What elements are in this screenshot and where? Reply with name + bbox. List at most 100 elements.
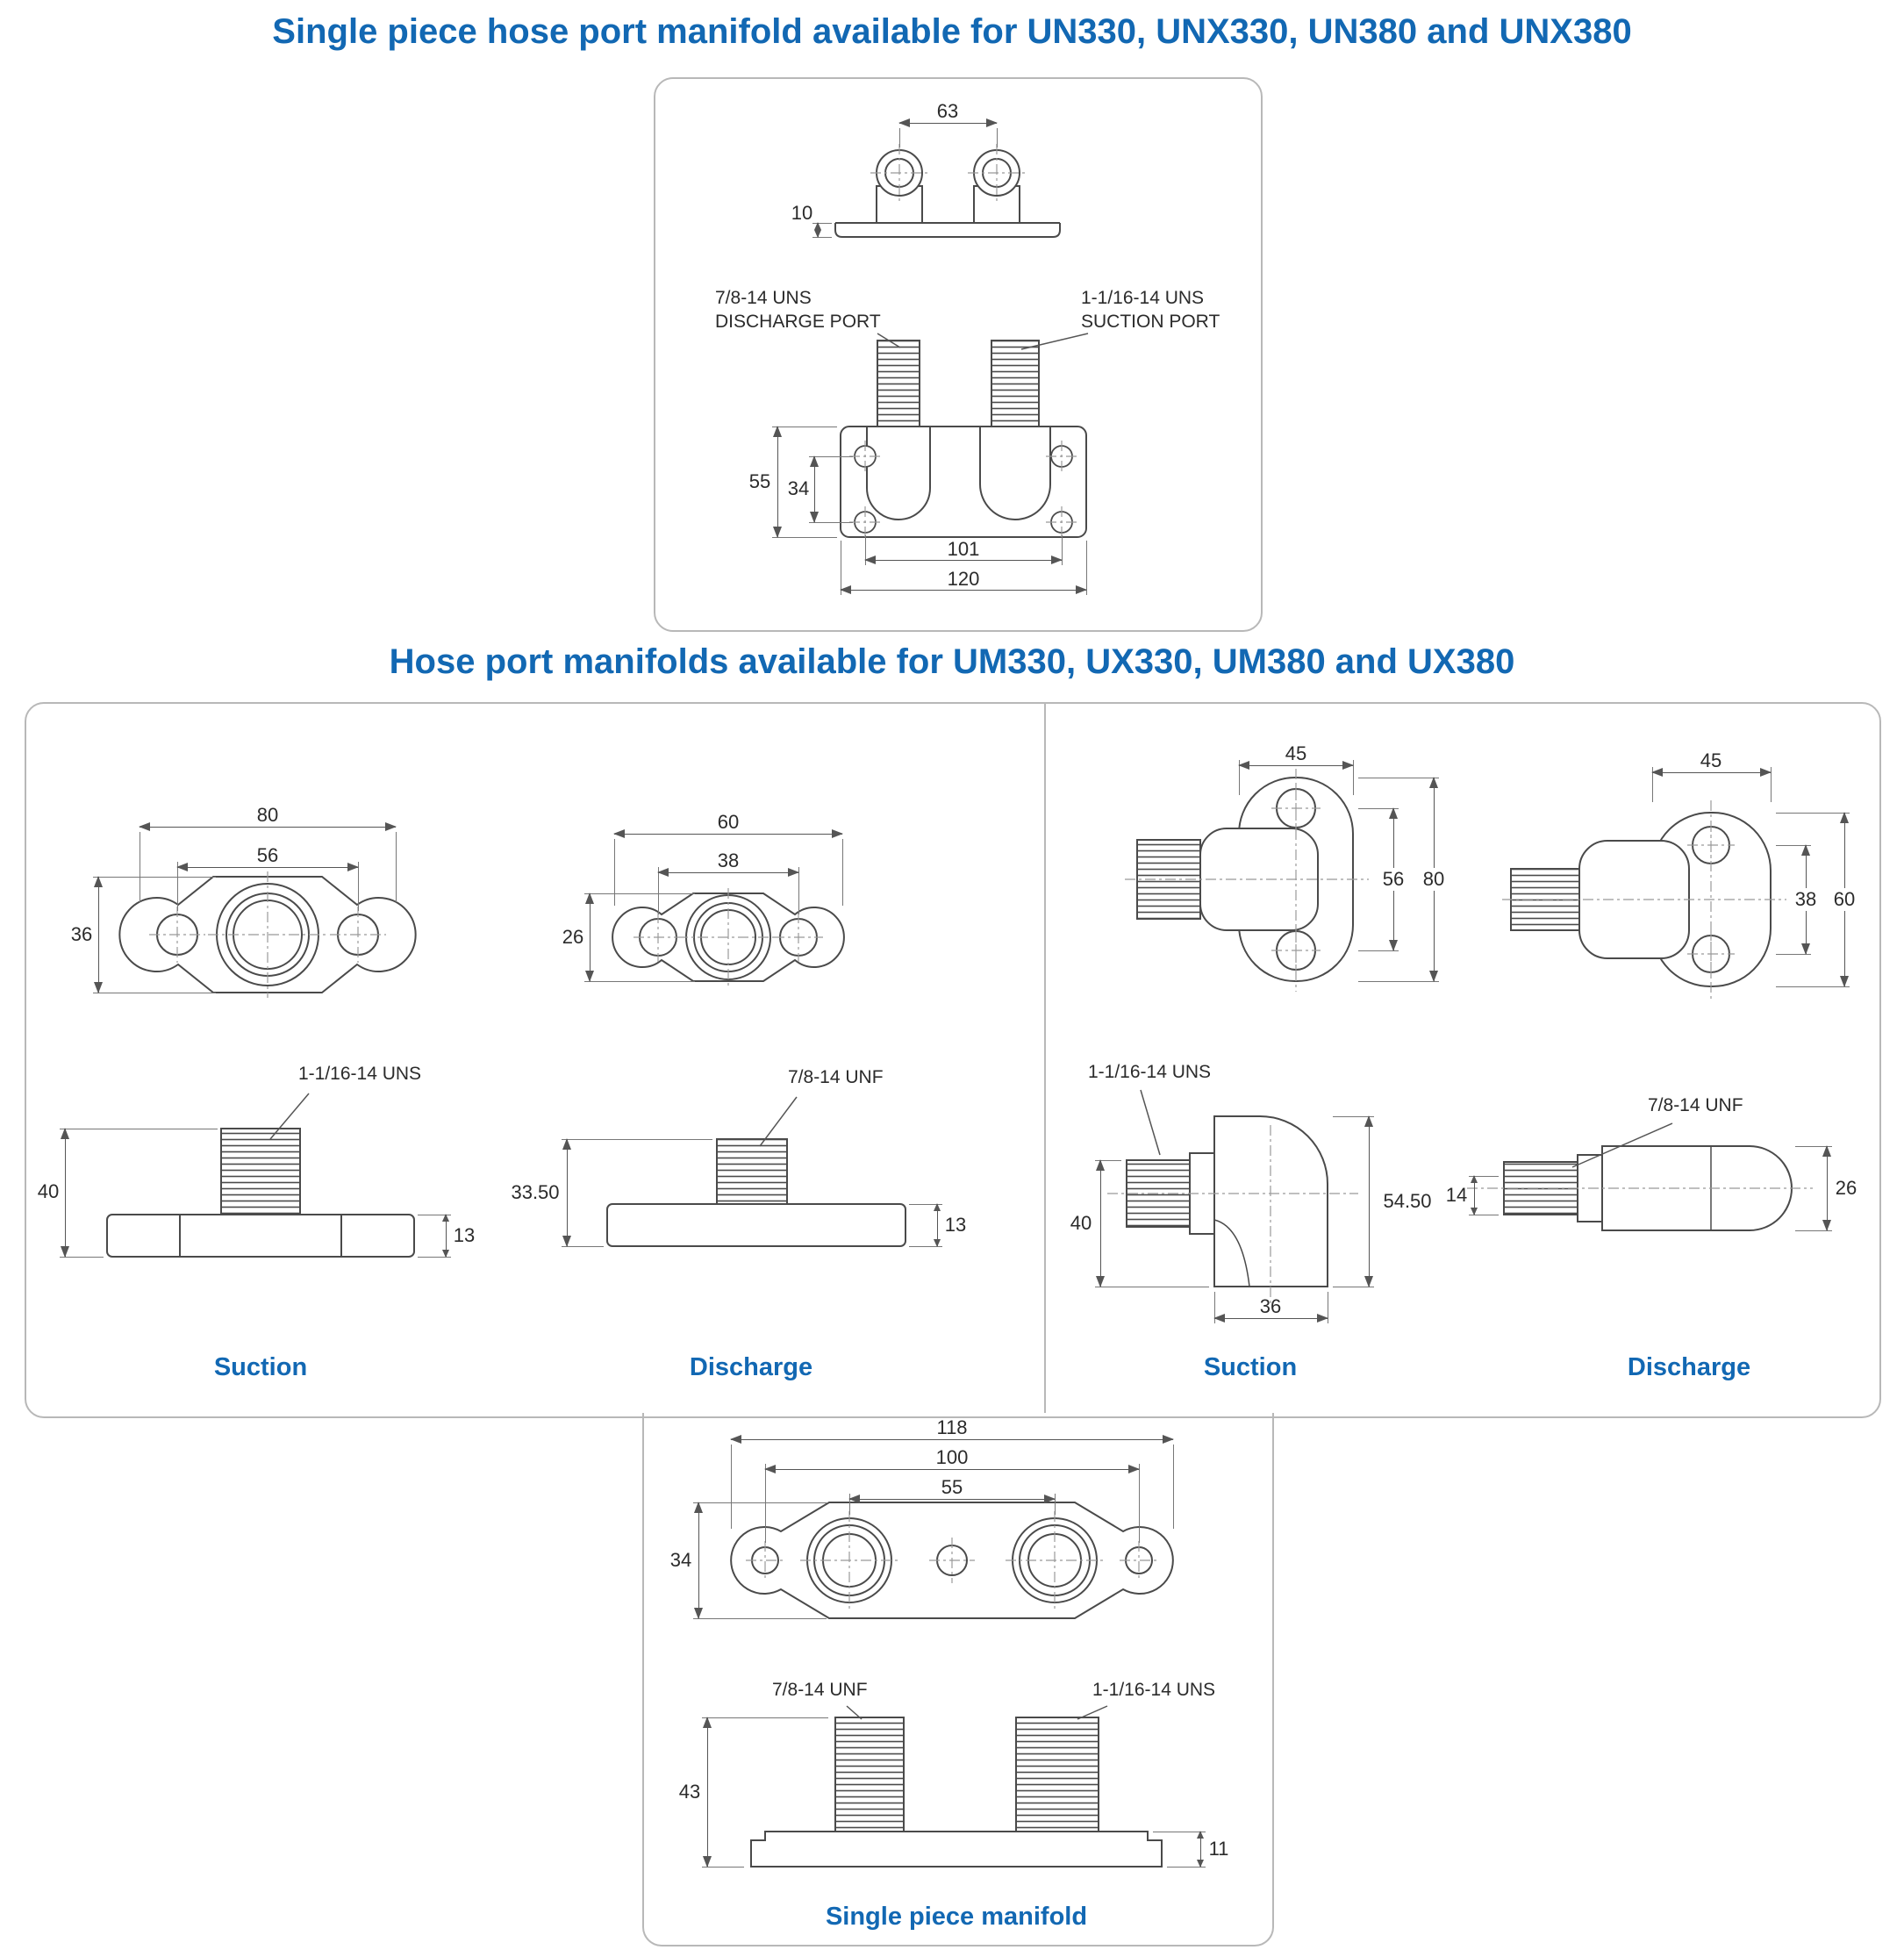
discharge-thread-label: 7/8-14 UNF — [788, 1067, 884, 1087]
right-suction-elbow-view-drawing — [1107, 1089, 1358, 1304]
dim-line — [694, 1502, 704, 1619]
ext-line — [1139, 1464, 1140, 1543]
dim-line — [864, 556, 1063, 565]
elbow-body — [1213, 1115, 1328, 1287]
dim-flange-thickness: 10 — [791, 202, 813, 224]
thread-section — [716, 1138, 788, 1205]
dim-line — [764, 1465, 1140, 1474]
centerlines — [870, 144, 1026, 204]
ext-line — [562, 1246, 604, 1247]
dim-line — [814, 222, 822, 238]
ext-line — [1469, 1176, 1499, 1177]
dim-height: 36 — [70, 923, 93, 945]
caption-right-discharge: Discharge — [1627, 1353, 1751, 1381]
dim-width: 45 — [1285, 742, 1307, 764]
ext-line — [584, 981, 695, 982]
suction-thread-section — [1015, 1717, 1099, 1832]
flange-outline — [730, 1502, 1174, 1619]
leader-line — [1571, 1122, 1673, 1168]
ext-line — [1776, 986, 1850, 987]
ext-line — [584, 893, 695, 894]
dim-line — [840, 585, 1087, 595]
ext-line — [693, 1502, 827, 1503]
dim-line — [1238, 761, 1354, 771]
dim-port-spacing: 63 — [936, 100, 959, 122]
leader-lines — [877, 333, 1089, 350]
dim-hole-spacing: 38 — [1791, 888, 1821, 911]
dim-base-thickness: 11 — [1208, 1838, 1229, 1860]
dim-height: 40 — [37, 1180, 60, 1202]
dim-line — [1364, 1115, 1374, 1287]
flange-outline — [840, 426, 1087, 538]
um-manifolds-panel — [25, 702, 1881, 1418]
ext-line — [418, 1257, 451, 1258]
single-manifold-panel — [642, 1413, 1274, 1946]
dim-line — [773, 426, 783, 538]
dim-base-thickness: 13 — [453, 1224, 476, 1246]
dim-base-thickness: 13 — [944, 1214, 967, 1236]
right-discharge-front-view-drawing — [1502, 800, 1786, 999]
ext-line — [1214, 1292, 1215, 1323]
ext-line — [997, 128, 998, 147]
ext-line — [562, 1139, 712, 1140]
dim-hole-spacing: 38 — [717, 850, 740, 871]
ext-line — [1358, 950, 1399, 951]
ext-line — [809, 456, 853, 457]
base-plate — [750, 1831, 1163, 1868]
ext-line — [865, 535, 866, 565]
dim-hole-spacing: 100 — [932, 1446, 972, 1469]
ext-line — [812, 223, 832, 224]
leader-line — [759, 1096, 798, 1147]
left-suction-side-view-drawing — [106, 1093, 415, 1258]
ext-line — [1055, 1494, 1056, 1515]
ext-line — [1239, 760, 1240, 795]
dim-line — [703, 1717, 712, 1868]
ext-line — [702, 1717, 828, 1718]
centerlines — [849, 441, 1077, 538]
dim-line — [61, 1128, 70, 1258]
dim-line — [94, 876, 104, 993]
dim-line — [442, 1214, 450, 1258]
port-body — [1199, 828, 1319, 931]
un-manifold-side-view-drawing — [834, 144, 1061, 238]
dim-hole-spacing: 101 — [947, 538, 980, 560]
centerlines — [746, 1511, 1158, 1609]
suction-port-name: SUCTION PORT — [1081, 312, 1220, 333]
ext-line — [849, 1494, 850, 1515]
centerlines — [1502, 800, 1786, 999]
dim-line — [898, 118, 998, 128]
ext-line — [1795, 1146, 1832, 1147]
dim-line — [139, 822, 397, 832]
left-discharge-side-view-drawing — [606, 1096, 906, 1247]
suction-thread-section — [991, 340, 1040, 427]
ext-line — [1776, 845, 1811, 846]
ext-line — [765, 1464, 766, 1543]
port-cavity — [866, 427, 931, 520]
suction-thread-spec: 1-1/16-14 UNS — [1081, 288, 1205, 308]
leader-lines — [846, 1705, 1108, 1720]
dim-line — [1651, 768, 1772, 778]
dim-line — [1197, 1831, 1205, 1868]
ext-line — [1358, 808, 1399, 809]
dim-height: 34 — [669, 1549, 692, 1571]
ext-line — [899, 128, 900, 147]
leader-line — [1140, 1089, 1161, 1156]
discharge-thread-section — [877, 340, 920, 427]
dim-width: 45 — [1700, 749, 1722, 771]
discharge-thread-section — [834, 1717, 905, 1832]
dim-line — [1096, 1159, 1106, 1287]
dim-height: 43 — [678, 1781, 701, 1803]
ext-line — [798, 867, 799, 914]
dim-line — [934, 1203, 941, 1247]
ext-line — [1353, 760, 1354, 795]
ext-line — [93, 877, 216, 878]
ext-line — [1167, 1867, 1206, 1868]
centerlines — [633, 888, 823, 986]
dim-flange-width: 120 — [947, 568, 980, 590]
dim-line — [585, 893, 595, 982]
ext-line — [809, 522, 853, 523]
ext-line — [772, 537, 837, 538]
leader-line — [269, 1093, 310, 1140]
left-suction-top-view-drawing — [118, 871, 417, 998]
ext-line — [1173, 1445, 1174, 1529]
